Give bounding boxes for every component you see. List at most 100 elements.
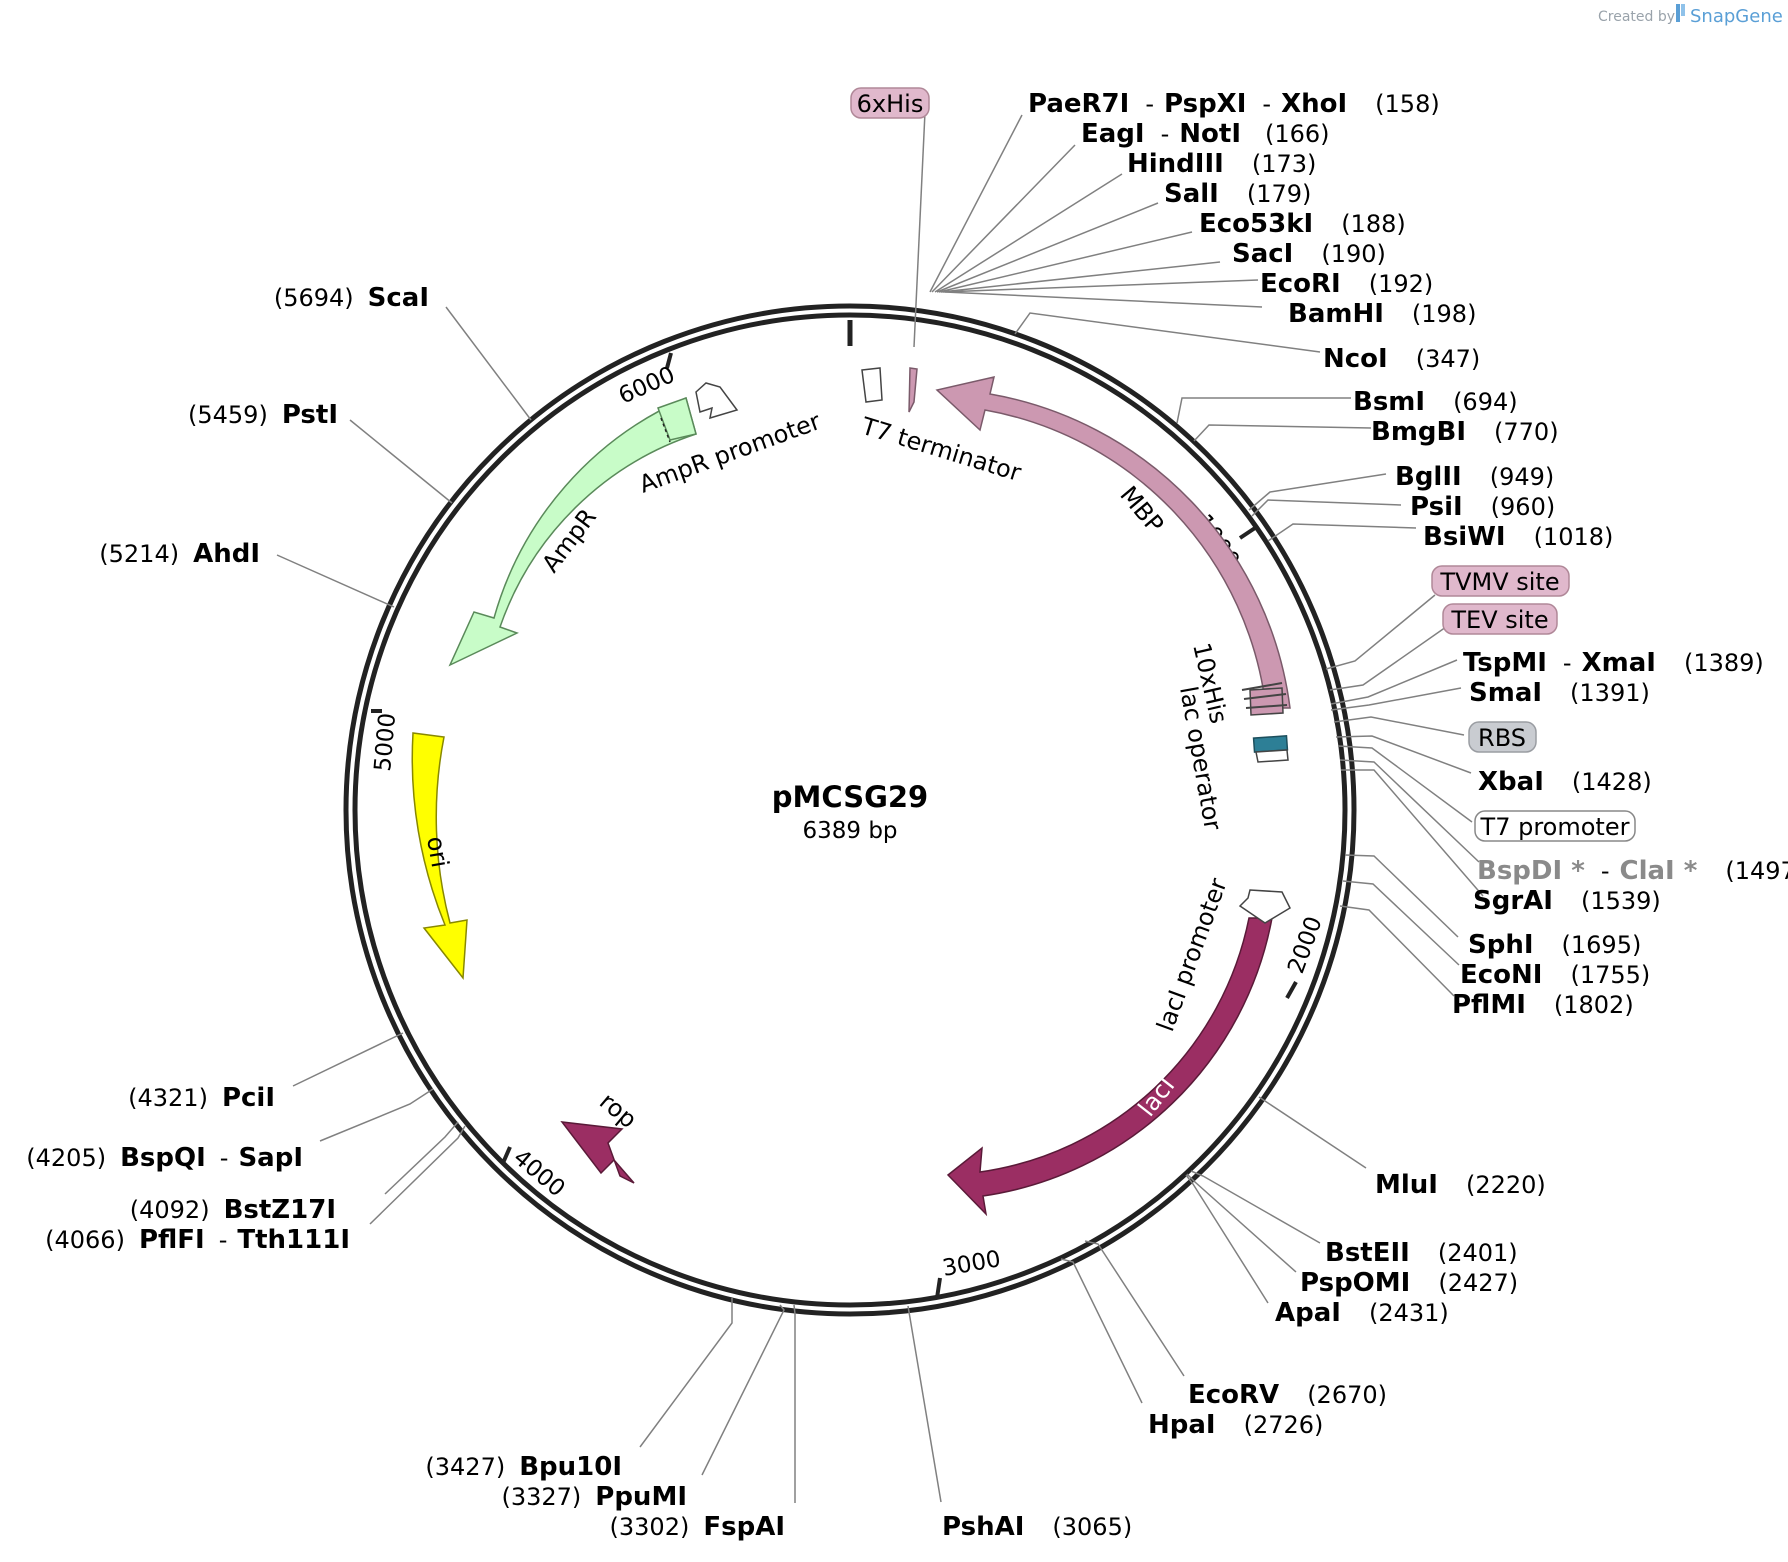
- ampr-promoter-divider: [660, 417, 671, 443]
- site-bpu10i[interactable]: (3427)Bpu10I: [425, 1452, 622, 1482]
- site-psti[interactable]: (5459)PstI: [188, 400, 338, 430]
- leader-eco53ki: [938, 231, 1193, 293]
- site-xbai[interactable]: XbaI(1428): [1478, 767, 1652, 797]
- site-ahdi[interactable]: (5214)AhdI: [99, 539, 260, 569]
- site-mlui[interactable]: MluI(2220): [1375, 1170, 1546, 1200]
- leader-tvmv: [1325, 594, 1436, 670]
- t7-terminator-small-mark[interactable]: [908, 367, 918, 413]
- laci-feature[interactable]: [946, 917, 1273, 1217]
- 10xhis-feature[interactable]: [1249, 687, 1284, 716]
- leader-bspdi: [1339, 759, 1480, 863]
- leader-ahdi: [276, 554, 395, 608]
- 6xhis-box[interactable]: [850, 87, 930, 119]
- ampr-promoter-arrow[interactable]: [695, 382, 739, 420]
- leader-bsiwi: [1267, 523, 1417, 542]
- leader-scai: [445, 306, 532, 421]
- t7-terminator-label: T7 terminator: [857, 412, 1024, 487]
- restriction-sites: PaeR7I-PspXI-XhoI(158) EagI-NotI(166) Hi…: [26, 89, 1788, 1542]
- leader-smai: [1330, 687, 1462, 711]
- 10xhis-line-2: [1243, 693, 1287, 700]
- site-eagi[interactable]: EagI-NotI(166): [1081, 119, 1330, 149]
- leader-pcii: [292, 1032, 404, 1087]
- credit-prefix: Created by: [1598, 9, 1675, 25]
- leader-bspqi: [319, 1088, 434, 1142]
- site-bglii[interactable]: BglII(949): [1395, 462, 1554, 492]
- 6xhis-label: 6xHis: [857, 90, 924, 118]
- leader-t7-promoter: [1337, 745, 1473, 823]
- site-bspdi[interactable]: BspDI *-ClaI *(1497): [1477, 856, 1788, 886]
- ori-feature[interactable]: [411, 732, 468, 981]
- leader-sgrai: [1341, 769, 1484, 897]
- plasmid-size: 6389 bp: [802, 818, 897, 844]
- site-ecorv[interactable]: EcoRV(2670): [1188, 1380, 1387, 1410]
- leader-ecori: [942, 279, 1259, 293]
- tvmv-box[interactable]: [1431, 565, 1570, 597]
- tick-4000: [501, 1146, 512, 1164]
- leader-fspai: [793, 1304, 796, 1503]
- leader-bglii: [1248, 473, 1387, 511]
- site-bsiwi[interactable]: BsiWI(1018): [1423, 522, 1613, 552]
- site-sphi[interactable]: SphI(1695): [1468, 930, 1641, 960]
- site-paer7i[interactable]: PaeR7I-PspXI-XhoI(158): [1028, 89, 1440, 119]
- leader-rbs: [1333, 716, 1465, 736]
- site-bamhi[interactable]: BamHI(198): [1288, 299, 1476, 329]
- rbs-box[interactable]: [1468, 721, 1537, 753]
- rbs-label: RBS: [1478, 724, 1526, 752]
- site-scai[interactable]: (5694)ScaI: [274, 283, 429, 313]
- site-tspmi[interactable]: TspMI-XmaI(1389): [1463, 648, 1764, 678]
- ampr-feature[interactable]: [448, 396, 697, 667]
- leader-hindiii: [934, 173, 1123, 293]
- site-econi[interactable]: EcoNI(1755): [1460, 960, 1650, 990]
- leader-ecorv: [1084, 1240, 1185, 1377]
- leader-tev: [1329, 626, 1447, 691]
- site-hindiii[interactable]: HindIII(173): [1127, 149, 1316, 179]
- site-smai[interactable]: SmaI(1391): [1469, 678, 1650, 708]
- leader-saci: [940, 261, 1221, 293]
- leader-sali: [936, 202, 1159, 293]
- tev-box[interactable]: [1442, 603, 1558, 635]
- site-sgrai[interactable]: SgrAI(1539): [1473, 886, 1661, 916]
- leader-bpu10i: [639, 1298, 733, 1448]
- site-pflfi[interactable]: (4066)PflFI-Tth111I: [45, 1225, 350, 1255]
- snapgene-credit[interactable]: Created by SnapGene: [1598, 4, 1783, 27]
- leader-econi: [1342, 880, 1460, 966]
- site-pspomi[interactable]: PspOMI(2427): [1300, 1268, 1518, 1298]
- site-bsmi[interactable]: BsmI(694): [1353, 387, 1518, 417]
- site-bsteii[interactable]: BstEII(2401): [1325, 1238, 1518, 1268]
- tick-label-5000: 5000: [370, 712, 401, 773]
- boxed-labels: 6xHis TVMV site TEV site RBS T7 promoter: [850, 87, 1636, 842]
- mbp-feature[interactable]: [935, 376, 1291, 709]
- site-bstz17i[interactable]: (4092)BstZ17I: [130, 1195, 336, 1225]
- leader-apai: [1185, 1174, 1269, 1304]
- site-ecori[interactable]: EcoRI(192): [1260, 269, 1433, 299]
- backbone-inner-ring: [352, 312, 1348, 1308]
- t7-promoter-box[interactable]: [1474, 810, 1636, 842]
- leader-mlui: [1258, 1096, 1367, 1169]
- leader-hpai: [1060, 1258, 1143, 1404]
- laci-promoter-feature[interactable]: [1238, 889, 1291, 924]
- tick-3000: [935, 1277, 942, 1299]
- site-apai[interactable]: ApaI(2431): [1275, 1298, 1449, 1328]
- site-hpai[interactable]: HpaI(2726): [1148, 1410, 1323, 1440]
- site-bspqi[interactable]: (4205)BspQI-SapI: [26, 1143, 303, 1173]
- site-pflmi[interactable]: PflMI(1802): [1452, 990, 1634, 1020]
- site-sali[interactable]: SalI(179): [1164, 179, 1311, 209]
- leader-bsteii: [1190, 1170, 1321, 1244]
- leader-psii: [1251, 499, 1402, 517]
- site-ppumi[interactable]: (3327)PpuMI: [501, 1482, 687, 1512]
- site-eco53ki[interactable]: Eco53kI(188): [1199, 209, 1406, 239]
- rop-feature[interactable]: [560, 1121, 635, 1184]
- site-psii[interactable]: PsiI(960): [1410, 492, 1555, 522]
- site-saci[interactable]: SacI(190): [1232, 239, 1386, 269]
- tick-1000: [1238, 526, 1257, 540]
- site-pshai[interactable]: PshAI(3065): [942, 1512, 1132, 1542]
- site-fspai[interactable]: (3302)FspAI: [610, 1512, 785, 1542]
- site-bmgbi[interactable]: BmgBI(770): [1371, 417, 1559, 447]
- leader-ppumi: [701, 1304, 785, 1476]
- leader-bsmi: [1176, 397, 1351, 424]
- t7-terminator-feature[interactable]: [861, 367, 883, 403]
- site-ncoi[interactable]: NcoI(347): [1323, 344, 1480, 374]
- credit-brand: SnapGene: [1690, 6, 1783, 27]
- site-pcii[interactable]: (4321)PciI: [128, 1083, 275, 1113]
